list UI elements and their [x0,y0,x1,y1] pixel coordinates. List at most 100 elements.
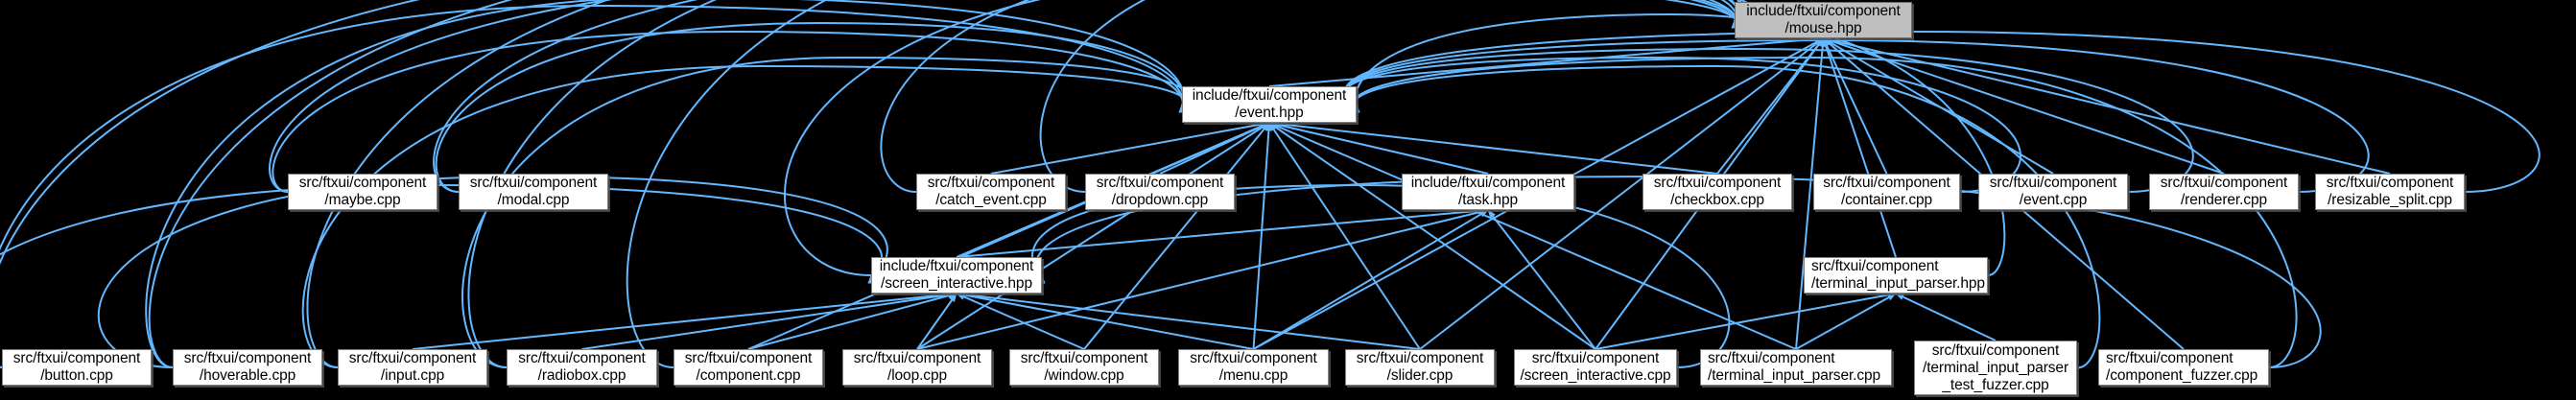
edge-terminal_input_parser_hpp-to-event_hpp [1353,12,2006,276]
node-label-line: /mouse.hpp [1784,20,1862,36]
node-label-line: src/ftxui/component [1096,175,1224,191]
edge-input_cpp-to-mouse_hpp [306,0,1738,368]
graph-node-slider_cpp[interactable]: src/ftxui/component/slider.cpp [1345,349,1495,386]
edge-window_cpp-to-screen_interactive_hpp [956,293,1085,350]
graph-node-terminal_input_parser_test_fuzzer_cpp[interactable]: src/ftxui/component/terminal_input_parse… [1914,341,2077,395]
edge-component_fuzzer_cpp-to-event_hpp [1353,56,2298,368]
edge-loop_cpp-to-screen_interactive_hpp [916,293,957,350]
graph-node-catch_event_cpp[interactable]: src/ftxui/component/catch_event.cpp [916,174,1066,210]
edge-hoverable_cpp-to-event_hpp [145,0,1186,368]
node-label-line: src/ftxui/component [1531,350,1660,366]
node-label-line: /hoverable.cpp [199,367,296,384]
node-label-line: src/ftxui/component [1020,350,1148,366]
edge-window_cpp-to-event_hpp [1083,122,1270,350]
node-label-line: /screen_interactive.cpp [1520,367,1671,384]
edge-component_cpp-to-screen_interactive_hpp [747,292,957,350]
edge-menu_cpp-to-event_hpp [1252,122,1272,350]
node-label-line: src/ftxui/component [2326,175,2454,191]
node-label-line: /catch_event.cpp [935,192,1047,208]
edge-menu_cpp-to-screen_interactive_hpp [956,292,1254,350]
node-label-line: src/ftxui/component [1708,350,1835,366]
node-label-line: src/ftxui/component [1653,175,1782,191]
node-label-line: /dropdown.cpp [1111,192,1209,208]
edge-screen_interactive_cpp-to-screen_interactive_hpp [1030,183,1731,368]
graph-node-screen_interactive_hpp[interactable]: include/ftxui/component/screen_interacti… [871,257,1042,294]
edge-loop_cpp-to-task_hpp [916,208,1489,350]
edge-screen_interactive_hpp-to-task_hpp [956,207,1489,258]
edge-maybe_cpp-to-mouse_hpp [269,0,1738,193]
edge-task_hpp-to-event_hpp [1268,121,1489,175]
graph-node-radiobox_cpp[interactable]: src/ftxui/component/radiobox.cpp [507,349,657,386]
graph-node-component_cpp[interactable]: src/ftxui/component/component.cpp [674,349,823,386]
node-label-line: include/ftxui/component [1410,175,1566,191]
node-label-line: src/ftxui/component [1811,258,1939,274]
edge-component_cpp-to-mouse_hpp [626,0,1741,368]
node-label-line: /container.cpp [1840,192,1933,208]
edge-catch_event_cpp-to-event_hpp [990,121,1270,175]
graph-node-event_cpp[interactable]: src/ftxui/component/event.cpp [1978,174,2128,210]
edge-screen_interactive_cpp-to-event_hpp [1268,122,1596,350]
graph-node-screen_interactive_cpp[interactable]: src/ftxui/component/screen_interactive.c… [1514,349,1677,386]
graph-node-renderer_cpp[interactable]: src/ftxui/component/renderer.cpp [2149,174,2299,210]
edge-button_cpp-to-mouse_hpp [0,0,1738,368]
node-label-line: /terminal_input_parser [1922,359,2069,376]
edge-terminal_input_parser_hpp-to-mouse_hpp [1822,37,1897,258]
edge-loop_cpp-to-event_hpp [916,122,1270,350]
graph-node-input_cpp[interactable]: src/ftxui/component/input.cpp [338,349,487,386]
graph-node-window_cpp[interactable]: src/ftxui/component/window.cpp [1009,349,1159,386]
edge-renderer_cpp-to-event_hpp [1343,38,2370,193]
graph-node-mouse_hpp[interactable]: include/ftxui/component/mouse.hpp [1735,2,1912,38]
node-label-line: /terminal_input_parser.cpp [1708,367,1881,384]
node-label-line: src/ftxui/component [183,350,312,366]
graph-node-maybe_cpp[interactable]: src/ftxui/component/maybe.cpp [288,174,437,210]
node-label-line: src/ftxui/component [12,350,141,366]
graph-node-modal_cpp[interactable]: src/ftxui/component/modal.cpp [459,174,608,210]
node-label-line: src/ftxui/component [348,350,477,366]
graph-node-button_cpp[interactable]: src/ftxui/component/button.cpp [2,349,152,386]
edge-resizable_split_cpp-to-mouse_hpp [1823,36,2391,175]
graph-node-task_hpp[interactable]: include/ftxui/component/task.hpp [1402,174,1574,210]
edge-event_hpp-to-mouse_hpp [1268,35,1824,87]
node-label-line: /modal.cpp [497,192,570,208]
edge-input_cpp-to-screen_interactive_hpp [412,291,957,350]
node-label-line: /window.cpp [1044,367,1124,384]
node-label-line: _test_fuzzer.cpp [1942,376,2049,393]
node-label-line: /input.cpp [380,367,445,384]
node-label-line: /component_fuzzer.cpp [2106,367,2258,384]
graph-node-terminal_input_parser_cpp[interactable]: src/ftxui/component/terminal_input_parse… [1700,349,1892,386]
graph-node-component_fuzzer_cpp[interactable]: src/ftxui/component/component_fuzzer.cpp [2098,349,2269,386]
node-label-line: src/ftxui/component [1823,175,1950,191]
graph-node-checkbox_cpp[interactable]: src/ftxui/component/checkbox.cpp [1642,174,1792,210]
edge-button_cpp-to-screen_interactive_hpp [0,183,884,368]
graph-node-dropdown_cpp[interactable]: src/ftxui/component/dropdown.cpp [1085,174,1235,210]
edge-container_cpp-to-mouse_hpp [1822,37,1888,175]
node-label-line: src/ftxui/component [684,350,813,366]
graph-node-event_hpp[interactable]: include/ftxui/component/event.hpp [1182,86,1357,123]
edge-terminal_input_parser_test_fuzzer_cpp-to-event_hpp [1353,64,2101,369]
node-label-line: src/ftxui/component [1356,350,1484,366]
edge-modal_cpp-to-mouse_hpp [433,0,1738,193]
edge-radiobox_cpp-to-mouse_hpp [467,0,1739,368]
graph-node-hoverable_cpp[interactable]: src/ftxui/component/hoverable.cpp [173,349,322,386]
node-label-line: /event.cpp [2019,192,2088,208]
edge-radiobox_cpp-to-screen_interactive_hpp [581,291,957,350]
node-label-line: /task.hpp [1457,192,1518,208]
edge-hoverable_cpp-to-mouse_hpp [148,0,1738,368]
node-label-line: src/ftxui/component [2106,350,2233,366]
edge-checkbox_cpp-to-event_hpp [1268,120,1718,175]
edge-modal_cpp-to-event_hpp [435,21,1186,193]
graph-node-container_cpp[interactable]: src/ftxui/component/container.cpp [1813,174,1960,210]
node-label-line: /event.hpp [1235,105,1304,121]
edge-component_cpp-to-event_hpp [747,122,1270,350]
node-label-line: include/ftxui/component [879,258,1034,274]
node-label-line: /menu.cpp [1218,367,1288,384]
edge-input_cpp-to-event_hpp [301,64,1187,368]
edge-slider_cpp-to-screen_interactive_hpp [956,291,1421,350]
graph-node-terminal_input_parser_hpp[interactable]: src/ftxui/component/terminal_input_parse… [1804,257,1988,294]
node-label-line: src/ftxui/component [518,350,646,366]
graph-node-menu_cpp[interactable]: src/ftxui/component/menu.cpp [1178,349,1329,386]
graph-node-loop_cpp[interactable]: src/ftxui/component/loop.cpp [842,349,992,386]
graph-node-resizable_split_cpp[interactable]: src/ftxui/component/resizable_split.cpp [2315,174,2465,210]
node-label-line: src/ftxui/component [927,175,1055,191]
node-label-line: /checkbox.cpp [1670,192,1764,208]
